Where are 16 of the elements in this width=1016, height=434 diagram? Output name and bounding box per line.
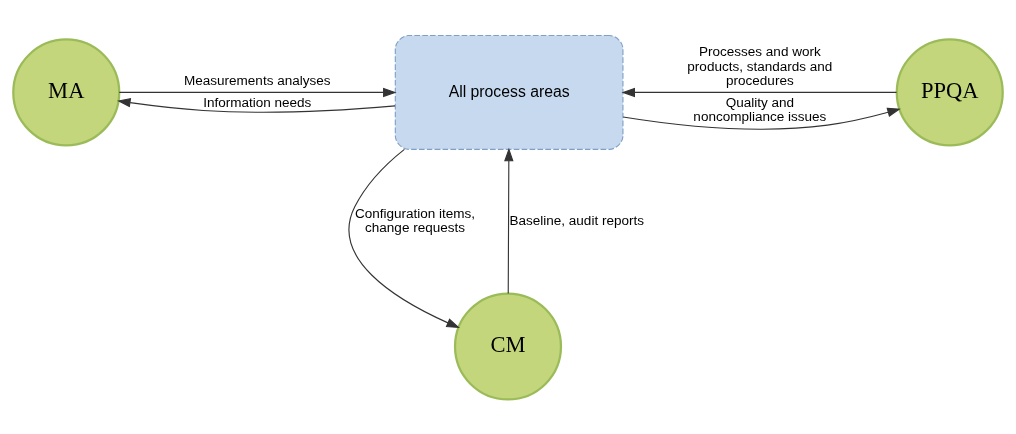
edge-label: Configuration items, change requests bbox=[354, 205, 476, 235]
edge-label: Information needs bbox=[203, 94, 312, 110]
arrow bbox=[504, 147, 514, 294]
edge-label: Processes and work products, standards and procedures bbox=[687, 43, 833, 88]
node-box: All process areas bbox=[394, 34, 624, 150]
edge-label: Baseline, audit reports bbox=[509, 212, 644, 228]
arrow bbox=[622, 107, 901, 130]
node-circle: CM bbox=[453, 291, 563, 401]
arrow bbox=[348, 148, 460, 328]
arrow bbox=[118, 87, 397, 97]
node-circle: MA bbox=[12, 37, 121, 146]
arrow bbox=[621, 87, 898, 97]
node-circle: PPQA bbox=[895, 37, 1004, 146]
arrow bbox=[117, 97, 396, 113]
edge-label: Measurements analyses bbox=[184, 72, 331, 88]
edge-label: Quality and noncompliance issues bbox=[693, 94, 827, 124]
